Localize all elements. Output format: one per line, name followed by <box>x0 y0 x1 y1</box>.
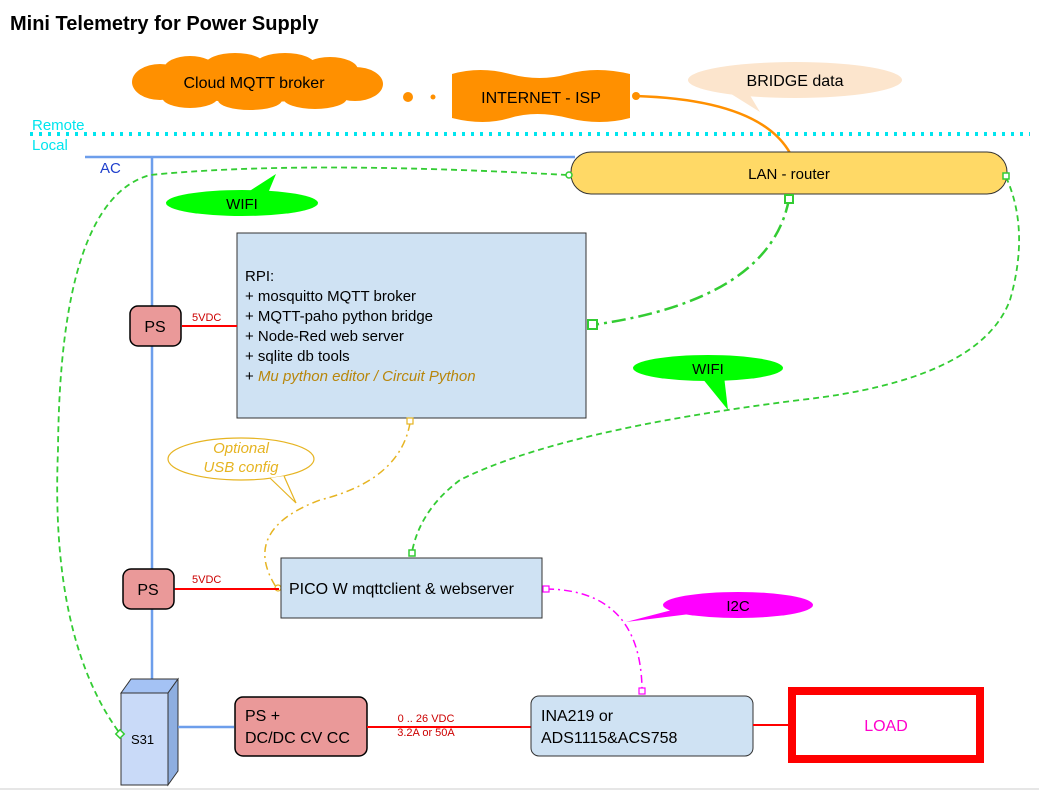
dcdc-label-line1: PS + <box>245 708 280 725</box>
local-label: Local <box>32 137 68 154</box>
ina-node <box>530 695 754 757</box>
bridge-label: BRIDGE data <box>747 73 844 90</box>
ps-mid-label: PS <box>137 582 158 599</box>
ps-top-voltage: 5VDC <box>192 312 221 324</box>
wifi-right-tail <box>702 376 728 410</box>
ps-mid-node <box>122 568 175 610</box>
load-node <box>788 687 984 763</box>
i2c-label: I2C <box>726 598 750 615</box>
link-dot <box>403 92 413 102</box>
connector <box>408 549 416 557</box>
internet-isp-node <box>452 70 630 122</box>
connector <box>565 171 573 179</box>
i2c-bubble-tail <box>626 610 690 622</box>
i2c-bubble <box>663 592 813 618</box>
lan-link-router-rpi <box>591 198 791 327</box>
connector <box>587 319 598 330</box>
ac-label: AC <box>100 160 121 177</box>
load-label: LOAD <box>864 718 908 735</box>
s31-label: S31 <box>131 732 154 747</box>
optional-label-line2: USB config <box>203 459 279 476</box>
optional-usb-tail <box>269 475 297 504</box>
cloud-label: Cloud MQTT broker <box>183 75 325 92</box>
rpi-line: + MQTT-paho python bridge <box>245 308 433 325</box>
wifi-top-tail <box>248 174 276 198</box>
pico-node <box>280 557 543 619</box>
dcdc-output-voltage: 0 .. 26 VDC <box>398 713 455 725</box>
cloud-mqtt-broker: Cloud MQTT broker <box>132 53 383 110</box>
internet-router-link <box>635 94 792 154</box>
wifi-right-label: WIFI <box>692 361 724 378</box>
connector <box>638 687 646 695</box>
bridge-bubble-tail <box>728 92 760 112</box>
ps-top-label: PS <box>144 319 165 336</box>
rpi-line: + mosquitto MQTT broker <box>245 288 416 305</box>
ina-label-line1: INA219 or <box>541 708 614 725</box>
s31-node <box>120 677 179 787</box>
page-title: Mini Telemetry for Power Supply <box>10 13 319 35</box>
wifi-right-bubble <box>633 355 783 381</box>
connector <box>784 194 794 204</box>
wifi-link-router-pico <box>411 176 1020 553</box>
rpi-line: + sqlite db tools <box>245 348 350 365</box>
rpi-line-mu-italic: Mu python editor / Circuit Python <box>258 368 476 385</box>
pico-label: PICO W mqttclient & webserver <box>289 581 515 598</box>
ina-label-line2: ADS1115&ACS758 <box>541 730 677 747</box>
router-label: LAN - router <box>748 166 830 183</box>
remote-label: Remote <box>32 117 85 134</box>
ps-mid-voltage: 5VDC <box>192 574 221 586</box>
rpi-line: RPI: <box>245 268 274 285</box>
bridge-data-bubble <box>688 62 902 98</box>
link-end-dot <box>632 92 640 100</box>
rpi-node <box>236 232 587 419</box>
connector <box>542 585 550 593</box>
wifi-link-router-s31 <box>56 166 568 736</box>
connector <box>406 417 414 425</box>
optional-usb-bubble <box>167 437 315 481</box>
ps-top-node <box>129 305 182 347</box>
wifi-top-label: WIFI <box>226 196 258 213</box>
connector <box>114 728 126 740</box>
dcdc-label-line2: DC/DC CV CC <box>245 730 350 747</box>
rpi-line-prefix: + <box>245 368 258 385</box>
rpi-text: RPI: + mosquitto MQTT broker + MQTT-paho… <box>245 268 437 365</box>
rpi-line: + Node-Red web server <box>245 328 404 345</box>
rpi-line-mu: + Mu python editor / Circuit Python <box>245 368 476 385</box>
dcdc-node <box>234 696 368 757</box>
link-dot <box>430 94 436 100</box>
i2c-link-pico-ina <box>545 588 643 689</box>
connector <box>1002 172 1010 180</box>
wifi-top-bubble <box>166 190 318 216</box>
dcdc-output-current: 3.2A or 50A <box>397 727 455 739</box>
internet-label: INTERNET - ISP <box>481 90 601 107</box>
optional-label-line1: Optional <box>213 440 270 457</box>
